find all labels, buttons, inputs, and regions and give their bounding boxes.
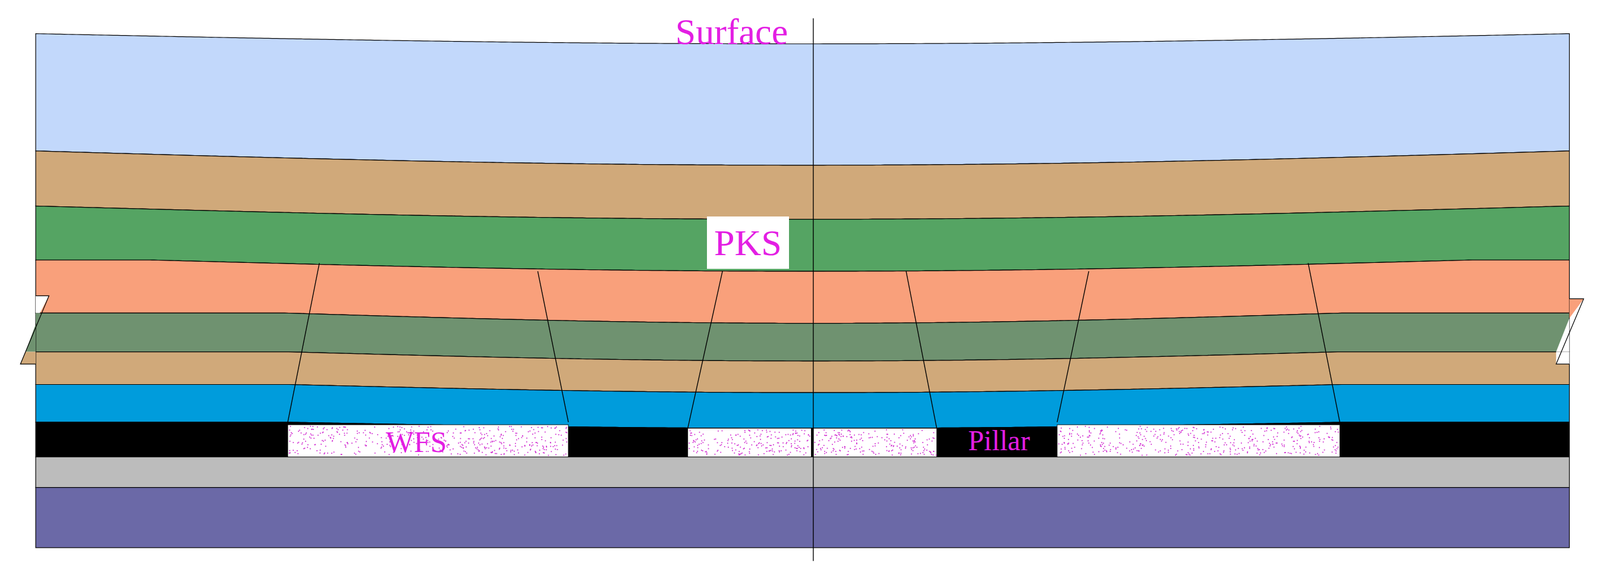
rock-layers — [35, 33, 1570, 548]
center-line — [812, 18, 814, 561]
rock-layer — [35, 487, 1570, 548]
layer-label-box: PKS — [706, 216, 790, 269]
rock-layer — [35, 205, 1570, 272]
surface-label: Surface — [675, 13, 788, 50]
rock-layer — [35, 456, 1570, 487]
rock-layer — [35, 33, 1570, 166]
filling-label: WFS — [385, 426, 448, 457]
fracture-lines — [287, 262, 1340, 429]
filling-zones — [287, 424, 1340, 457]
layer-name: PKS — [714, 224, 782, 262]
break-edges — [20, 295, 1584, 364]
rock-layer — [35, 422, 1570, 457]
rock-layer — [35, 151, 1570, 220]
pillar-label: Pillar — [967, 426, 1030, 455]
